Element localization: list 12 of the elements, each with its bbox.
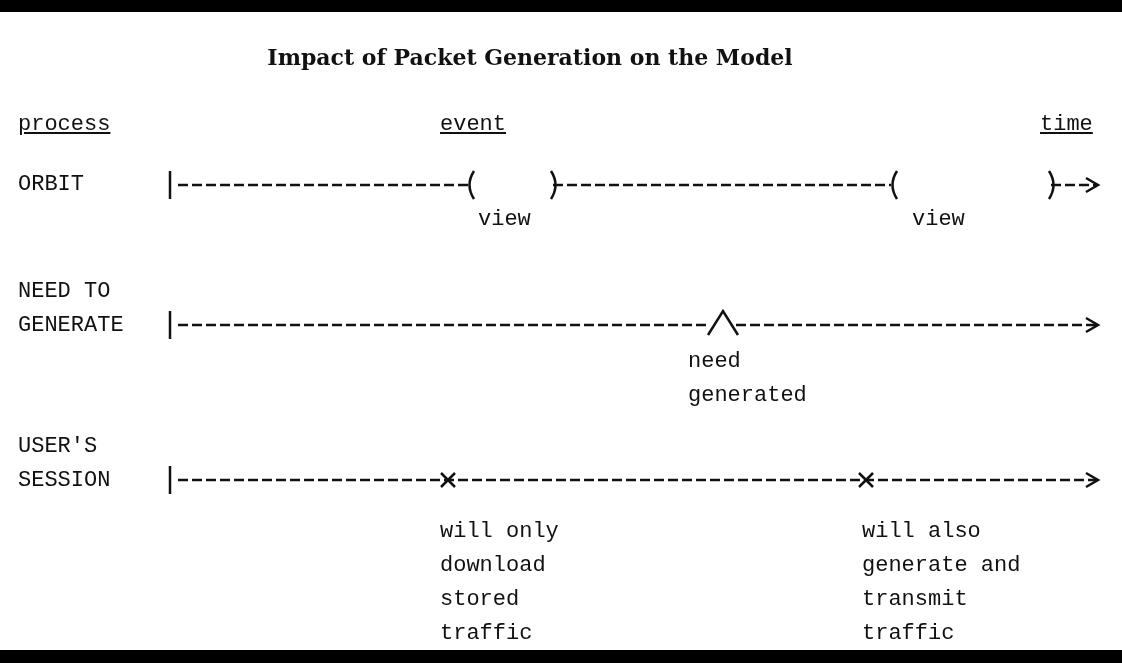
event-label: will only download stored traffic <box>440 518 560 648</box>
process-name: ORBIT <box>18 171 84 199</box>
event-label: need generated <box>688 348 808 410</box>
column-header: event <box>440 111 506 139</box>
event-label: view <box>912 206 965 234</box>
diagram-title: Impact of Packet Generation on the Model <box>266 43 794 72</box>
event-label: view <box>478 206 531 234</box>
process-name: NEED TO GENERATE <box>18 278 125 340</box>
column-header: time <box>1040 111 1093 139</box>
process-name: USER'S SESSION <box>18 433 112 495</box>
column-header: process <box>18 111 111 139</box>
event-label: will also generate and transmit traffic <box>862 518 1022 648</box>
